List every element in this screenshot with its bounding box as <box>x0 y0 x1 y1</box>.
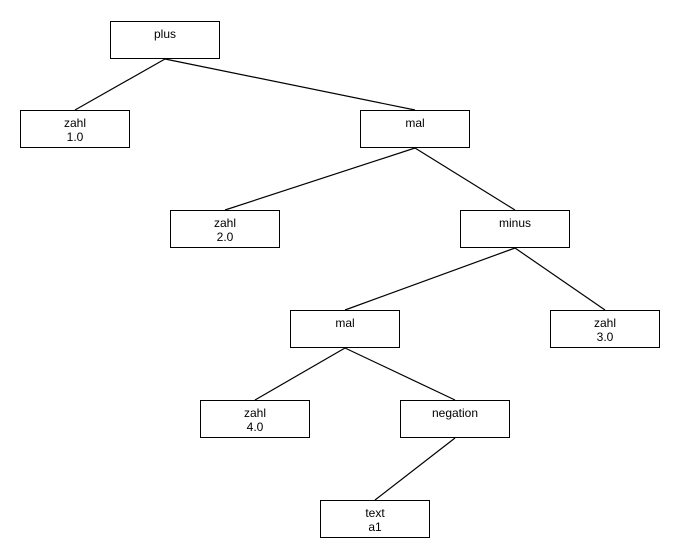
tree-node-negation: negation <box>400 400 510 438</box>
tree-edge-negation-text-a1 <box>374 437 456 501</box>
node-label: zahl <box>243 406 266 420</box>
node-label: 4.0 <box>246 420 264 434</box>
node-label: 2.0 <box>216 230 234 244</box>
node-label: a1 <box>368 520 382 534</box>
tree-edge-plus-zahl-1 <box>74 58 166 111</box>
node-label: minus <box>498 216 531 230</box>
node-label: text <box>365 506 385 520</box>
node-label: plus <box>153 27 176 41</box>
node-label: negation <box>431 406 479 420</box>
tree-node-mal-1: mal <box>360 110 470 148</box>
tree-node-minus: minus <box>460 210 570 248</box>
tree-edge-mal-2-zahl-4 <box>254 347 346 401</box>
node-label: mal <box>335 316 355 330</box>
tree-node-plus: plus <box>110 21 220 59</box>
tree-node-mal-2: mal <box>290 310 400 348</box>
tree-edge-minus-mal-2 <box>344 247 516 311</box>
tree-edge-plus-mal-1 <box>164 58 416 111</box>
node-label: mal <box>405 116 425 130</box>
tree-edge-mal-1-minus <box>414 147 516 211</box>
node-label: zahl <box>213 216 236 230</box>
node-label: 3.0 <box>596 330 614 344</box>
node-label: zahl <box>63 116 86 130</box>
tree-edge-mal-2-negation <box>344 347 456 401</box>
node-label: 1.0 <box>66 130 84 144</box>
tree-edge-mal-1-zahl-2 <box>224 147 416 211</box>
node-label: zahl <box>593 316 616 330</box>
tree-edge-minus-zahl-3 <box>514 247 606 311</box>
